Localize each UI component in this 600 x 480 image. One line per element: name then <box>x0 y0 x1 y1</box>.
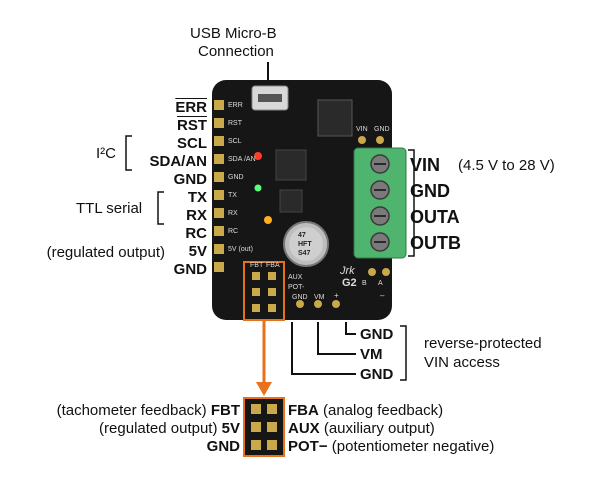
silk-gnd: GND <box>228 174 244 181</box>
ttl-bracket <box>157 191 164 225</box>
silk-a: A <box>378 280 383 287</box>
v5-label: 5V <box>221 420 240 437</box>
pin-rst: RST <box>177 117 207 134</box>
cap-text-1: 47 <box>298 232 306 239</box>
pot-label: POT− <box>288 438 328 455</box>
silk-minus: – <box>380 291 385 300</box>
terminal-outa: OUTA <box>410 207 460 227</box>
fbt-desc: (tachometer feedback) <box>56 402 207 419</box>
access-vm: VM <box>360 346 383 363</box>
silk-pot: POT- <box>288 284 305 291</box>
cap-text-3: S47 <box>298 250 311 257</box>
red-led <box>254 152 262 160</box>
silk-rx: RX <box>228 210 238 217</box>
pin-tx: TX <box>187 189 207 206</box>
i2c-group-label: I²C <box>96 145 116 162</box>
terminal-vin-range: (4.5 V to 28 V) <box>458 157 555 174</box>
silk-5v: 5V (out) <box>228 246 253 253</box>
silk-rc: RC <box>228 228 239 235</box>
v5-row: (regulated output) 5V <box>99 421 240 436</box>
terminal-bracket <box>408 149 415 257</box>
terminal-outb: OUTB <box>410 233 461 253</box>
silk-scl: SCL <box>228 138 242 145</box>
pin-rx: RX <box>186 207 207 224</box>
regulator-chip <box>317 99 353 137</box>
pin-gnd-2: GND <box>173 261 207 278</box>
terminal-block <box>353 147 407 259</box>
silk-tx: TX <box>228 192 237 199</box>
usb-label-line1: USB Micro-B <box>190 25 277 42</box>
access-note-line1: reverse-protected <box>424 335 542 352</box>
pin-sda-an: SDA/AN <box>149 153 207 170</box>
vin-access-bracket <box>400 325 407 381</box>
terminal-gnd: GND <box>410 181 450 201</box>
fba-desc: (analog feedback) <box>323 402 444 419</box>
gnd-row: GND <box>207 439 240 454</box>
i2c-bracket <box>125 135 132 171</box>
silk-plus: + <box>334 291 339 300</box>
green-led <box>254 184 262 192</box>
gnd-label: GND <box>206 438 240 455</box>
vin-access-lines <box>291 322 356 375</box>
ttl-group-label: TTL serial <box>76 200 143 217</box>
pin-scl: SCL <box>177 135 207 152</box>
microcontroller-chip <box>275 149 307 181</box>
left-header <box>214 100 224 272</box>
pin-rc: RC <box>185 225 207 242</box>
silk-rst: RST <box>228 120 242 127</box>
silk-vm: VM <box>314 294 325 301</box>
pin-gnd-1: GND <box>173 171 207 188</box>
yellow-led <box>264 216 272 224</box>
cap-text-2: HFT <box>298 241 312 248</box>
aux-desc: (auxiliary output) <box>323 420 435 437</box>
fba-label: FBA <box>288 402 319 419</box>
silk-sda: SDA /AN <box>228 156 256 163</box>
silk-fbt: FBT <box>250 262 264 269</box>
silk-aux: AUX <box>288 274 303 281</box>
fbt-label: FBT <box>210 402 240 419</box>
aux-label: AUX <box>288 420 320 437</box>
pot-desc: (potentiometer negative) <box>331 438 495 455</box>
v5-desc: (regulated output) <box>99 420 218 437</box>
access-gnd-1: GND <box>360 326 394 343</box>
silk-vin: VIN <box>356 126 368 133</box>
fbt-row: (tachometer feedback) FBT <box>57 403 240 418</box>
regulated-output-label: (regulated output) <box>46 244 165 261</box>
silk-brand: Jrk <box>340 265 355 277</box>
silk-fba: FBA <box>266 262 280 269</box>
access-note-line2: VIN access <box>424 354 500 371</box>
zoomed-feedback-header <box>243 397 285 457</box>
aux-row: AUX (auxiliary output) <box>288 421 435 436</box>
fba-row: FBA (analog feedback) <box>288 403 443 418</box>
access-gnd-2: GND <box>360 366 394 383</box>
silk-gnd-bottom: GND <box>292 294 308 301</box>
pot-row: POT− (potentiometer negative) <box>288 439 494 454</box>
silk-b: B <box>362 280 367 287</box>
silk-gnd-top: GND <box>374 126 390 133</box>
usb-label-line2: Connection <box>198 43 274 60</box>
pin-5v: 5V <box>188 243 207 260</box>
silk-err: ERR <box>228 102 243 109</box>
pin-err: ERR <box>175 99 207 116</box>
terminal-vin: VIN <box>410 155 441 175</box>
silk-model: G2 <box>342 277 357 289</box>
